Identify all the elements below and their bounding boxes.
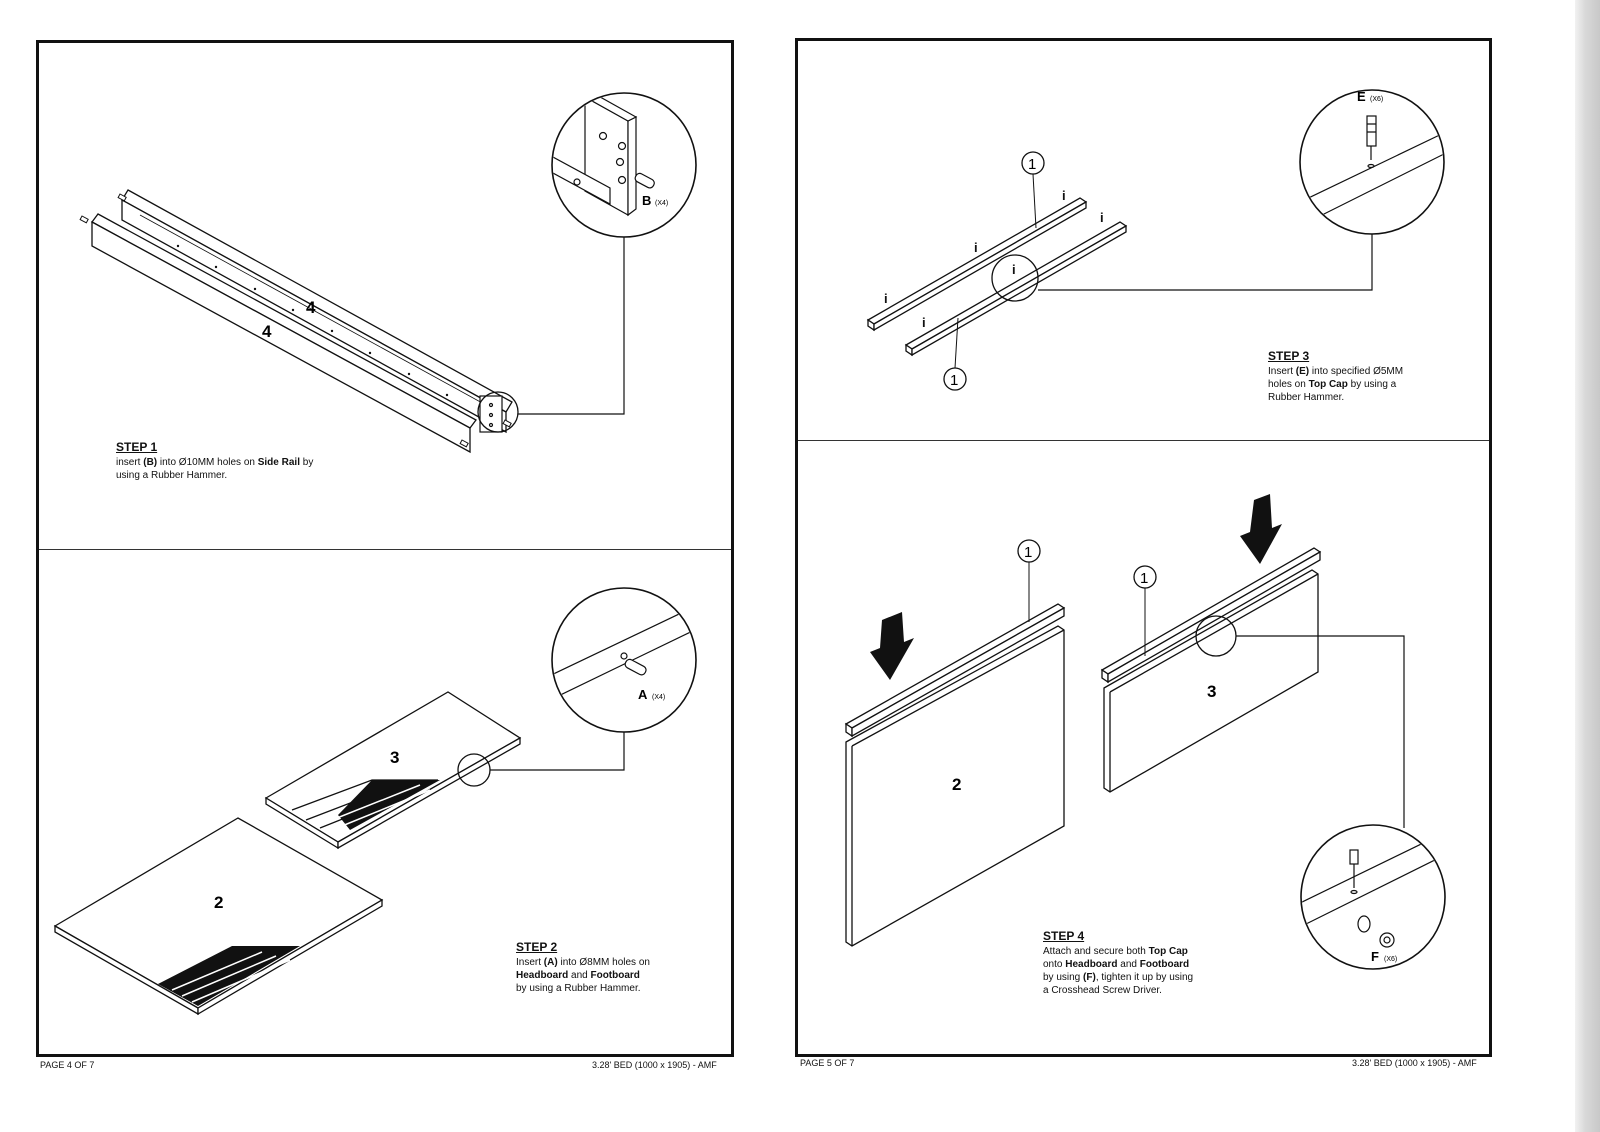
scan-edge-shadow (1575, 0, 1600, 1132)
step2-leader-line (490, 732, 625, 771)
step4-footboard (1103, 569, 1319, 793)
step3-callout-lower: 1 (943, 367, 967, 391)
step4-headboard-number: 2 (952, 775, 961, 794)
step3-title: STEP 3 (1268, 349, 1310, 363)
right-footer-page-number: PAGE 5 OF 7 (800, 1058, 855, 1068)
step4-callout-left-number: 1 (1024, 544, 1032, 561)
step4-arrow-left (870, 612, 914, 680)
hole-marker-2: i (974, 240, 978, 255)
part-b-label: B (642, 193, 651, 208)
hole-marker-5: i (1012, 262, 1016, 277)
rail-dowels (79, 193, 512, 448)
step1-title: STEP 1 (116, 440, 158, 454)
side-rail-number-upper: 4 (306, 298, 316, 317)
top-cap-lower (904, 221, 1128, 357)
left-manual-page (36, 40, 734, 1057)
part-e-label: E (1357, 89, 1366, 104)
step4-callout-right-number: 1 (1140, 570, 1148, 587)
step3-callout-upper-number: 1 (1028, 156, 1036, 173)
step2-detail-circle: A (X4) (551, 587, 697, 733)
part-e-qty: (X6) (1370, 96, 1383, 103)
left-page-divider (39, 549, 731, 550)
rail-end-detail (479, 395, 503, 433)
step3-callout-leader-upper (1032, 173, 1037, 229)
step4-footboard-cap (1100, 547, 1322, 684)
part-f-label: F (1371, 949, 1379, 964)
step1-leader-line (518, 235, 625, 415)
step4-footboard-number: 3 (1207, 682, 1216, 701)
step3-leader-line (1038, 234, 1373, 291)
step1-text: insert (B) into Ø10MM holes on Side Rail… (116, 457, 314, 481)
step4-title: STEP 4 (1043, 929, 1085, 943)
step4-arrow-right (1240, 494, 1282, 564)
side-rail-holes (176, 244, 449, 397)
step2-title: STEP 2 (516, 940, 558, 954)
footboard-panel (264, 691, 522, 850)
step1-instructions: STEP 1 insert (B) into Ø10MM holes on Si… (116, 441, 316, 482)
top-cap-upper (866, 197, 1088, 332)
step3-zoom-spot (991, 254, 1039, 302)
part-f-qty: (X6) (1384, 956, 1397, 963)
side-rail-number-lower: 4 (262, 322, 272, 341)
left-footer-product: 3.28' BED (1000 x 1905) - AMF (592, 1060, 717, 1070)
step4-leader-line (1236, 635, 1405, 828)
step4-callout-right: 1 (1133, 565, 1157, 589)
headboard-panel (53, 817, 384, 1016)
left-footer-page-number: PAGE 4 OF 7 (40, 1060, 95, 1070)
step3-callout-leader-lower (954, 317, 959, 369)
hole-marker-1: i (884, 291, 888, 306)
top-cap-hole-markers: i i i i i i (884, 188, 1104, 330)
step4-headboard (845, 625, 1065, 947)
part-a-qty: (X4) (652, 694, 665, 701)
step4-headboard-cap (844, 603, 1066, 738)
hole-marker-4: i (922, 315, 926, 330)
right-page-divider (798, 440, 1489, 441)
side-rail-lower (91, 213, 477, 454)
step3-callout-upper: 1 (1021, 151, 1045, 175)
part-a-label: A (638, 687, 648, 702)
step1-zoom-spot (477, 391, 519, 433)
hole-marker-6: i (1100, 210, 1104, 225)
right-footer-product: 3.28' BED (1000 x 1905) - AMF (1352, 1058, 1477, 1068)
hole-marker-3: i (1062, 188, 1066, 203)
right-manual-page (795, 38, 1492, 1057)
step1-detail-circle: B (X4) (551, 92, 697, 238)
part-b-qty: (X4) (655, 200, 668, 207)
headboard-number: 2 (214, 893, 223, 912)
step3-detail-circle: E (X6) (1299, 89, 1445, 235)
step4-callout-left: 1 (1017, 539, 1041, 563)
footboard-number: 3 (390, 748, 399, 767)
step4-detail-circle: F (X6) (1300, 824, 1446, 970)
step3-callout-lower-number: 1 (950, 372, 958, 389)
